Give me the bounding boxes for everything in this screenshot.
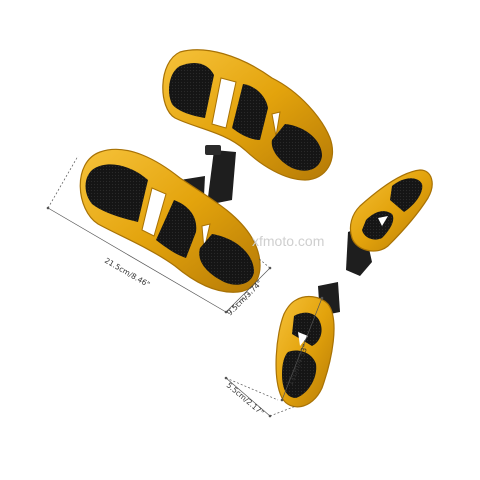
cutout-slot <box>141 187 167 237</box>
cutout-slot <box>211 77 237 129</box>
dim-extension-line <box>47 155 79 209</box>
rubber-pad <box>85 164 148 222</box>
small-length-dim-line <box>281 297 323 401</box>
rubber-pad <box>271 124 322 171</box>
watermark: xfmoto.com <box>252 233 324 249</box>
rubber-pad <box>390 178 423 212</box>
small-footpeg-right <box>346 169 433 276</box>
dim-extension-line <box>257 257 271 269</box>
rubber-pad <box>232 84 268 140</box>
large-footboard-front <box>79 148 261 293</box>
large-length-label: 21.5cm/8.46" <box>103 256 152 289</box>
large-length-dim-line <box>47 207 227 313</box>
dim-extension-line <box>225 377 279 401</box>
large-width-dim-line <box>225 267 271 313</box>
dim-extension-line <box>269 405 297 417</box>
rubber-pad <box>282 350 317 398</box>
mount-bracket <box>207 150 236 205</box>
cutout-slot <box>378 216 388 226</box>
cutout-slot <box>298 332 308 346</box>
large-footboard-rear <box>162 49 334 205</box>
small-footpeg-bottom <box>275 282 340 408</box>
small-width-dim-line <box>225 377 271 417</box>
mount-bolt <box>205 145 221 155</box>
rubber-pad <box>156 200 197 258</box>
rubber-pad <box>168 63 214 118</box>
rubber-pad <box>199 234 254 285</box>
cutout-slot <box>271 111 281 137</box>
dim-extension-line <box>225 291 253 313</box>
